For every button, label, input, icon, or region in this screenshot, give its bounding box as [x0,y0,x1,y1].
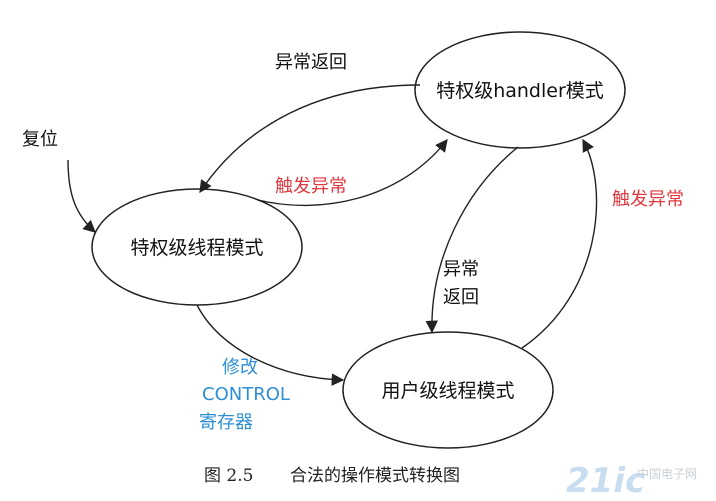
watermark-subtext: 中国电子网 [637,466,697,481]
node-user-thread-label: 用户级线程模式 [381,380,514,402]
edge-handler-to-user-return [425,146,519,334]
label-priv-trigger-exception: 触发异常 [275,176,347,197]
edge-handler-to-priv-return [199,84,421,194]
watermark-text: 21ic [566,461,645,501]
edge-priv-to-handler-trigger [257,139,448,207]
node-privileged-thread-label: 特权级线程模式 [130,237,263,259]
label-priv-exception-return: 异常返回 [275,52,347,73]
label-modify-control-1: 修改 [222,357,258,378]
label-handler-user-return-1: 异常 [443,259,479,280]
label-modify-control-2: CONTROL [202,384,290,405]
node-handler-label: 特权级handler模式 [436,80,604,102]
node-user-thread-mode [342,331,554,449]
edge-user-to-handler-trigger [521,138,598,349]
label-handler-user-return-2: 返回 [443,287,479,308]
label-user-trigger-exception: 触发异常 [612,189,684,210]
label-modify-control-3: 寄存器 [199,412,253,433]
figure-number: 图 2.5 [204,466,253,486]
label-reset: 复位 [22,129,58,150]
figure-title: 合法的操作模式转换图 [290,466,460,486]
watermark-logo: 21ic 中国电子网 [566,461,697,501]
node-handler-mode [414,31,626,149]
edge-reset [67,159,96,233]
edge-priv-to-user-control [196,304,345,386]
